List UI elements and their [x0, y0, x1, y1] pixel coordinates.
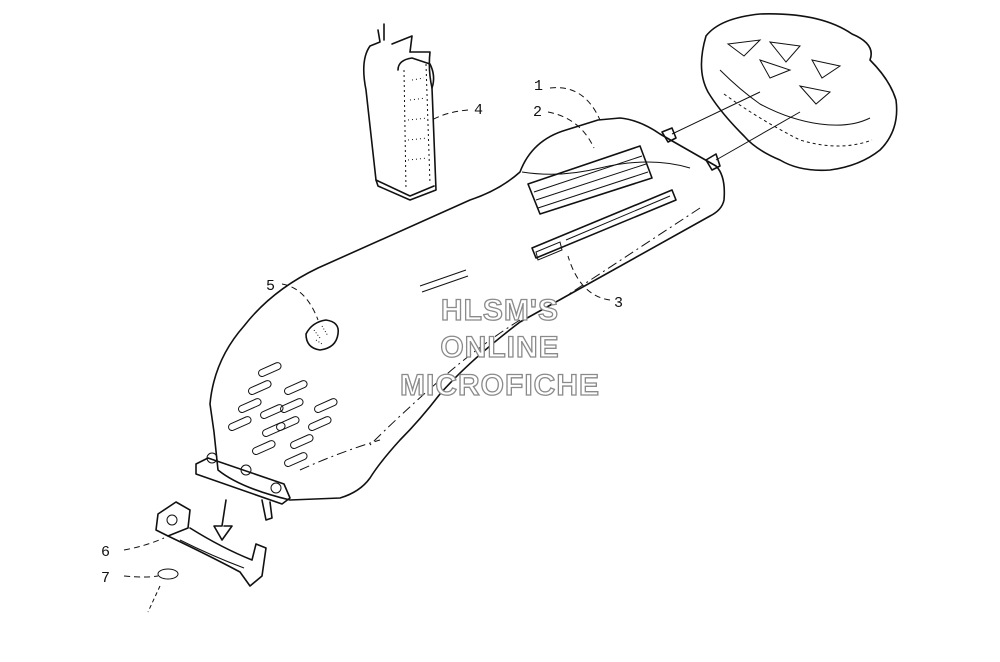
callout-5: 5 — [266, 278, 275, 295]
callout-3: 3 — [614, 295, 623, 312]
hinge-bracket-part — [155, 499, 267, 587]
watermark-line-2: ONLINE — [440, 331, 559, 364]
watermark-line-1: HLSM'S — [441, 294, 559, 327]
belly-pan-part — [195, 117, 726, 521]
engine-part — [671, 13, 898, 172]
watermark-line-3: MICROFICHE — [400, 369, 600, 402]
insulation-pad-part — [362, 23, 437, 201]
callout-1: 1 — [534, 78, 543, 95]
callout-6: 6 — [101, 544, 110, 561]
callout-7: 7 — [101, 570, 110, 587]
adhesive-part — [305, 319, 340, 351]
callout-2: 2 — [533, 104, 542, 121]
callout-leaders — [123, 87, 611, 578]
callout-4: 4 — [474, 102, 483, 119]
washer-part — [147, 568, 179, 613]
